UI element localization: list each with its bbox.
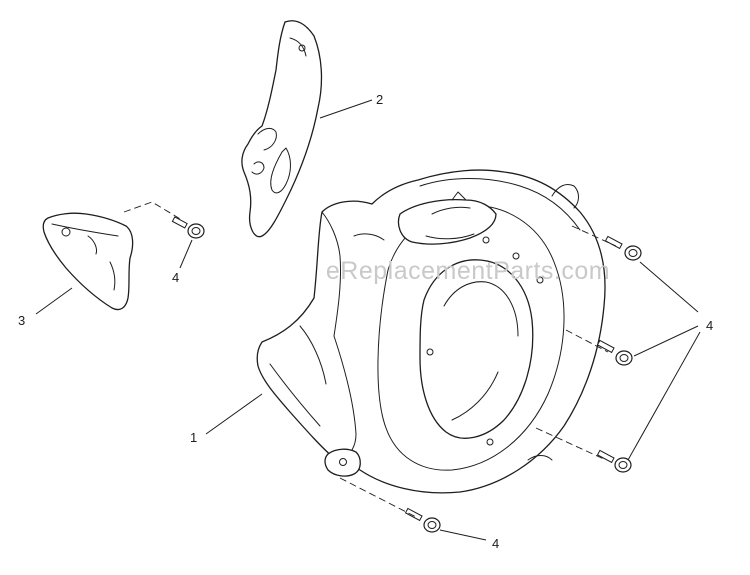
watermark-text: eReplacementParts.com	[326, 257, 610, 285]
part-1-blower-housing	[256, 169, 606, 494]
bolt-4-bottom	[404, 507, 441, 533]
leader-lines	[35, 99, 701, 541]
part-2-plate	[241, 20, 323, 238]
bolt-4-right-top	[604, 235, 642, 261]
callout-bolt-bottom: 4	[492, 536, 499, 551]
callout-part-3: 3	[18, 313, 25, 328]
bolt-4-right-bottom	[596, 449, 632, 473]
callout-part-1: 1	[190, 430, 197, 445]
callout-bolt-cover: 4	[172, 270, 179, 285]
assembly-lines	[123, 201, 617, 519]
bolt-4-right-middle	[596, 339, 633, 366]
part-3-cover	[42, 212, 134, 311]
callout-part-2: 2	[376, 92, 383, 107]
bolt-4-cover	[171, 216, 205, 239]
callout-bolts-right: 4	[706, 318, 713, 333]
